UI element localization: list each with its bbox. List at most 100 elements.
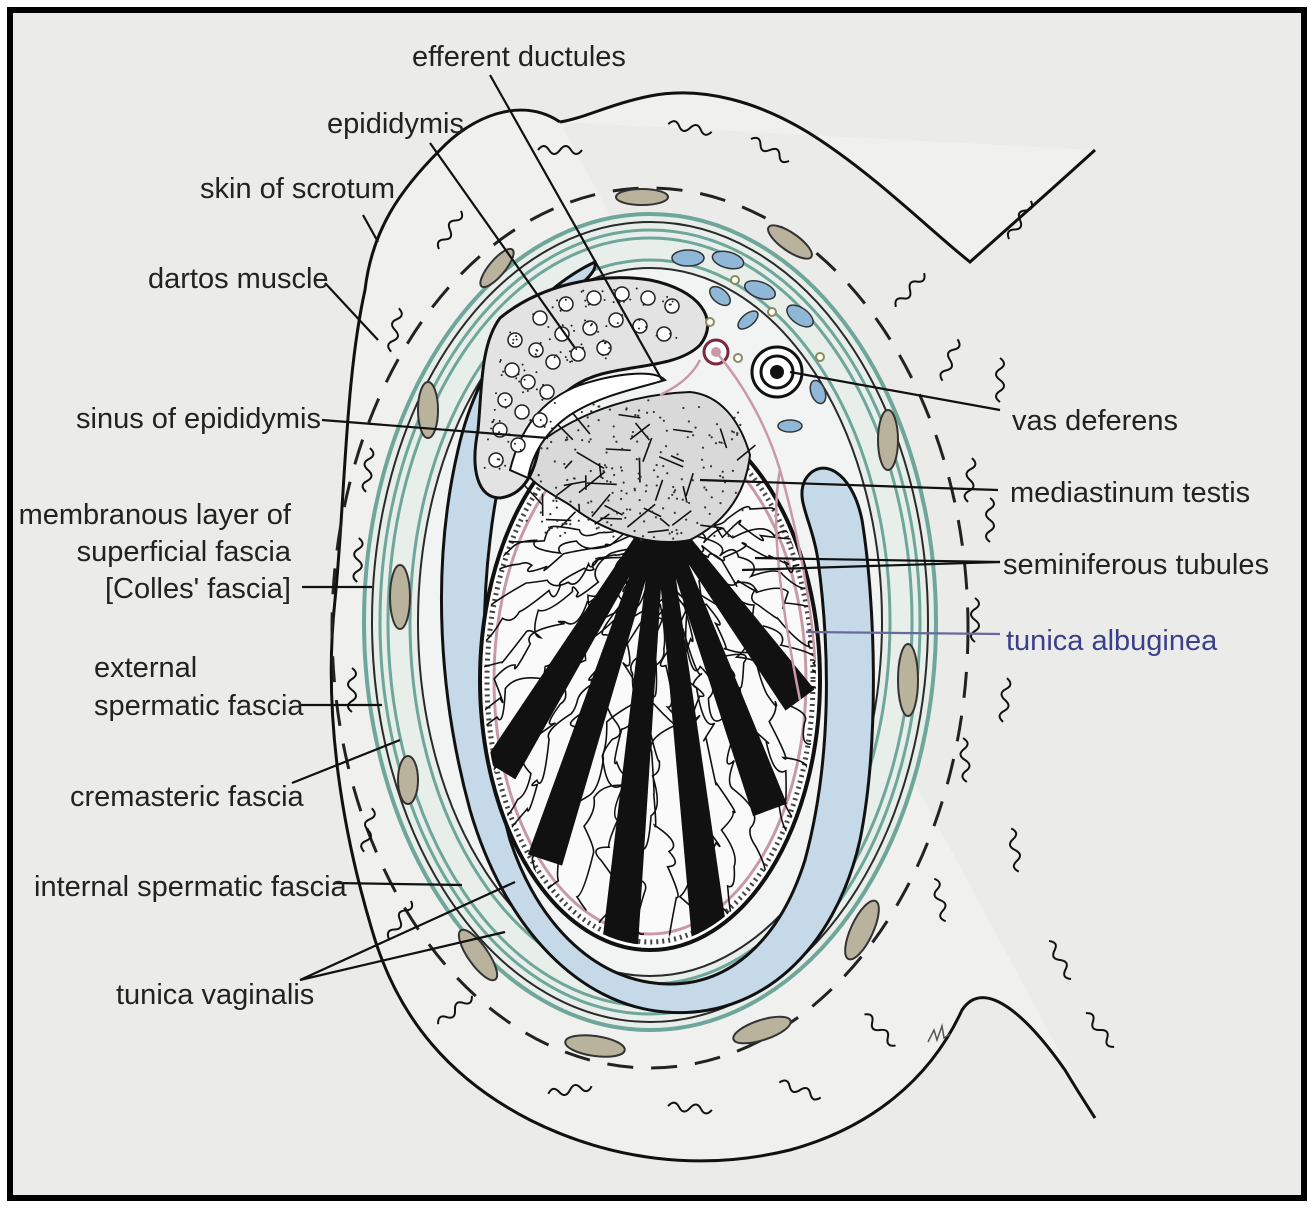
mediastinum-dot	[574, 449, 576, 451]
mediastinum-dot	[662, 507, 664, 509]
epididymis-duct	[505, 363, 519, 377]
epididymis-stipple	[613, 289, 615, 291]
mediastinum-dot	[548, 526, 550, 528]
epididymis-stipple	[556, 299, 558, 301]
epididymis-stipple	[604, 342, 606, 344]
mediastinum-dot	[549, 513, 551, 515]
epididymis-stipple	[509, 331, 511, 333]
mediastinum-dot	[612, 492, 614, 494]
epididymis-stipple	[602, 290, 604, 292]
mediastinum-dot	[732, 535, 734, 537]
mediastinum-dot	[663, 420, 665, 422]
mediastinum-dot	[713, 535, 715, 537]
epididymis-stipple	[494, 409, 496, 411]
mediastinum-dot	[541, 520, 543, 522]
epididymis-stipple	[560, 351, 562, 353]
epididymis-duct	[546, 355, 560, 369]
mediastinum-dot	[666, 430, 668, 432]
mediastinum-dot	[615, 441, 617, 443]
mediastinum-dot	[626, 407, 628, 409]
mediastinum-dot	[590, 438, 592, 440]
mediastinum-dot	[709, 513, 711, 515]
label-mediastinum-testis: mediastinum testis	[1010, 477, 1250, 509]
mediastinum-dot	[611, 467, 613, 469]
mediastinum-dot	[698, 406, 700, 408]
mediastinum-dot	[634, 414, 636, 416]
epididymis-stipple	[542, 424, 544, 426]
mediastinum-dot	[602, 470, 604, 472]
epididymis-duct	[641, 291, 655, 305]
epididymis-stipple	[527, 390, 529, 392]
epididymis-stipple	[643, 304, 645, 306]
mediastinum-dot	[569, 501, 571, 503]
mediastinum-dot	[673, 491, 675, 493]
mediastinum-dot	[538, 474, 540, 476]
epididymis-stipple	[484, 467, 486, 469]
mediastinum-dot	[620, 498, 622, 500]
epididymis-duct	[533, 311, 547, 325]
mediastinum-dot	[732, 470, 734, 472]
mediastinum-dot	[715, 442, 717, 444]
mediastinum-dot	[581, 439, 583, 441]
mediastinum-dot	[613, 425, 615, 427]
mediastinum-dot	[681, 478, 683, 480]
mediastinum-dot	[666, 472, 668, 474]
mediastinum-dot	[624, 517, 626, 519]
mediastinum-dot	[609, 409, 611, 411]
mediastinum-dot	[645, 484, 647, 486]
mediastinum-dot	[653, 469, 655, 471]
epididymis-stipple	[597, 331, 599, 333]
epididymis-stipple	[487, 438, 489, 440]
mediastinum-dot	[648, 443, 650, 445]
mediastinum-dot	[605, 466, 607, 468]
mediastinum-dot	[723, 442, 725, 444]
epididymis-stipple	[621, 314, 623, 316]
epididymis-stipple	[573, 330, 575, 332]
epididymis-stipple	[505, 407, 507, 409]
epididymis-stipple	[535, 353, 537, 355]
epididymis-stipple	[499, 420, 501, 422]
mediastinum-dot	[701, 459, 703, 461]
mediastinum-dot	[676, 453, 678, 455]
epididymis-stipple	[617, 322, 619, 324]
epididymis-stipple	[516, 338, 518, 340]
epididymis-stipple	[560, 308, 562, 310]
epididymis-stipple	[490, 428, 492, 430]
label-external-spermatic-fascia-line2: spermatic fascia	[94, 690, 304, 722]
label-external-spermatic-fascia-line1: external	[94, 652, 197, 684]
mediastinum-dot	[605, 451, 607, 453]
mediastinum-dot	[722, 490, 724, 492]
epididymis-stipple	[497, 458, 499, 460]
epididymis-duct	[521, 375, 535, 389]
mediastinum-dot	[588, 441, 590, 443]
mediastinum-dot	[544, 532, 546, 534]
mediastinum-dot	[636, 441, 638, 443]
epididymis-stipple	[504, 465, 506, 467]
mediastinum-dot	[590, 470, 592, 472]
mediastinum-dot	[732, 525, 734, 527]
mediastinum-dot	[653, 411, 655, 413]
mediastinum-dot	[540, 480, 542, 482]
mediastinum-dot	[669, 532, 671, 534]
mediastinum-dot	[563, 463, 565, 465]
mediastinum-dot	[526, 520, 528, 522]
epididymis-stipple	[529, 419, 531, 421]
epididymis-stipple	[495, 392, 497, 394]
mediastinum-dot	[646, 435, 648, 437]
mediastinum-dot	[551, 527, 553, 529]
mediastinum-dot	[623, 482, 625, 484]
epididymis-stipple	[554, 402, 556, 404]
epididymis-duct	[489, 453, 503, 467]
mediastinum-dot	[671, 531, 673, 533]
mediastinum-dot	[657, 476, 659, 478]
epididymis-stipple	[604, 299, 606, 301]
epididymis-stipple	[636, 288, 638, 290]
epididymis-stipple	[565, 356, 567, 358]
mediastinum-dot	[703, 486, 705, 488]
mediastinum-dot	[587, 519, 589, 521]
mediastinum-dot	[646, 412, 648, 414]
epididymis-duct	[609, 313, 623, 327]
mediastinum-dot	[711, 496, 713, 498]
